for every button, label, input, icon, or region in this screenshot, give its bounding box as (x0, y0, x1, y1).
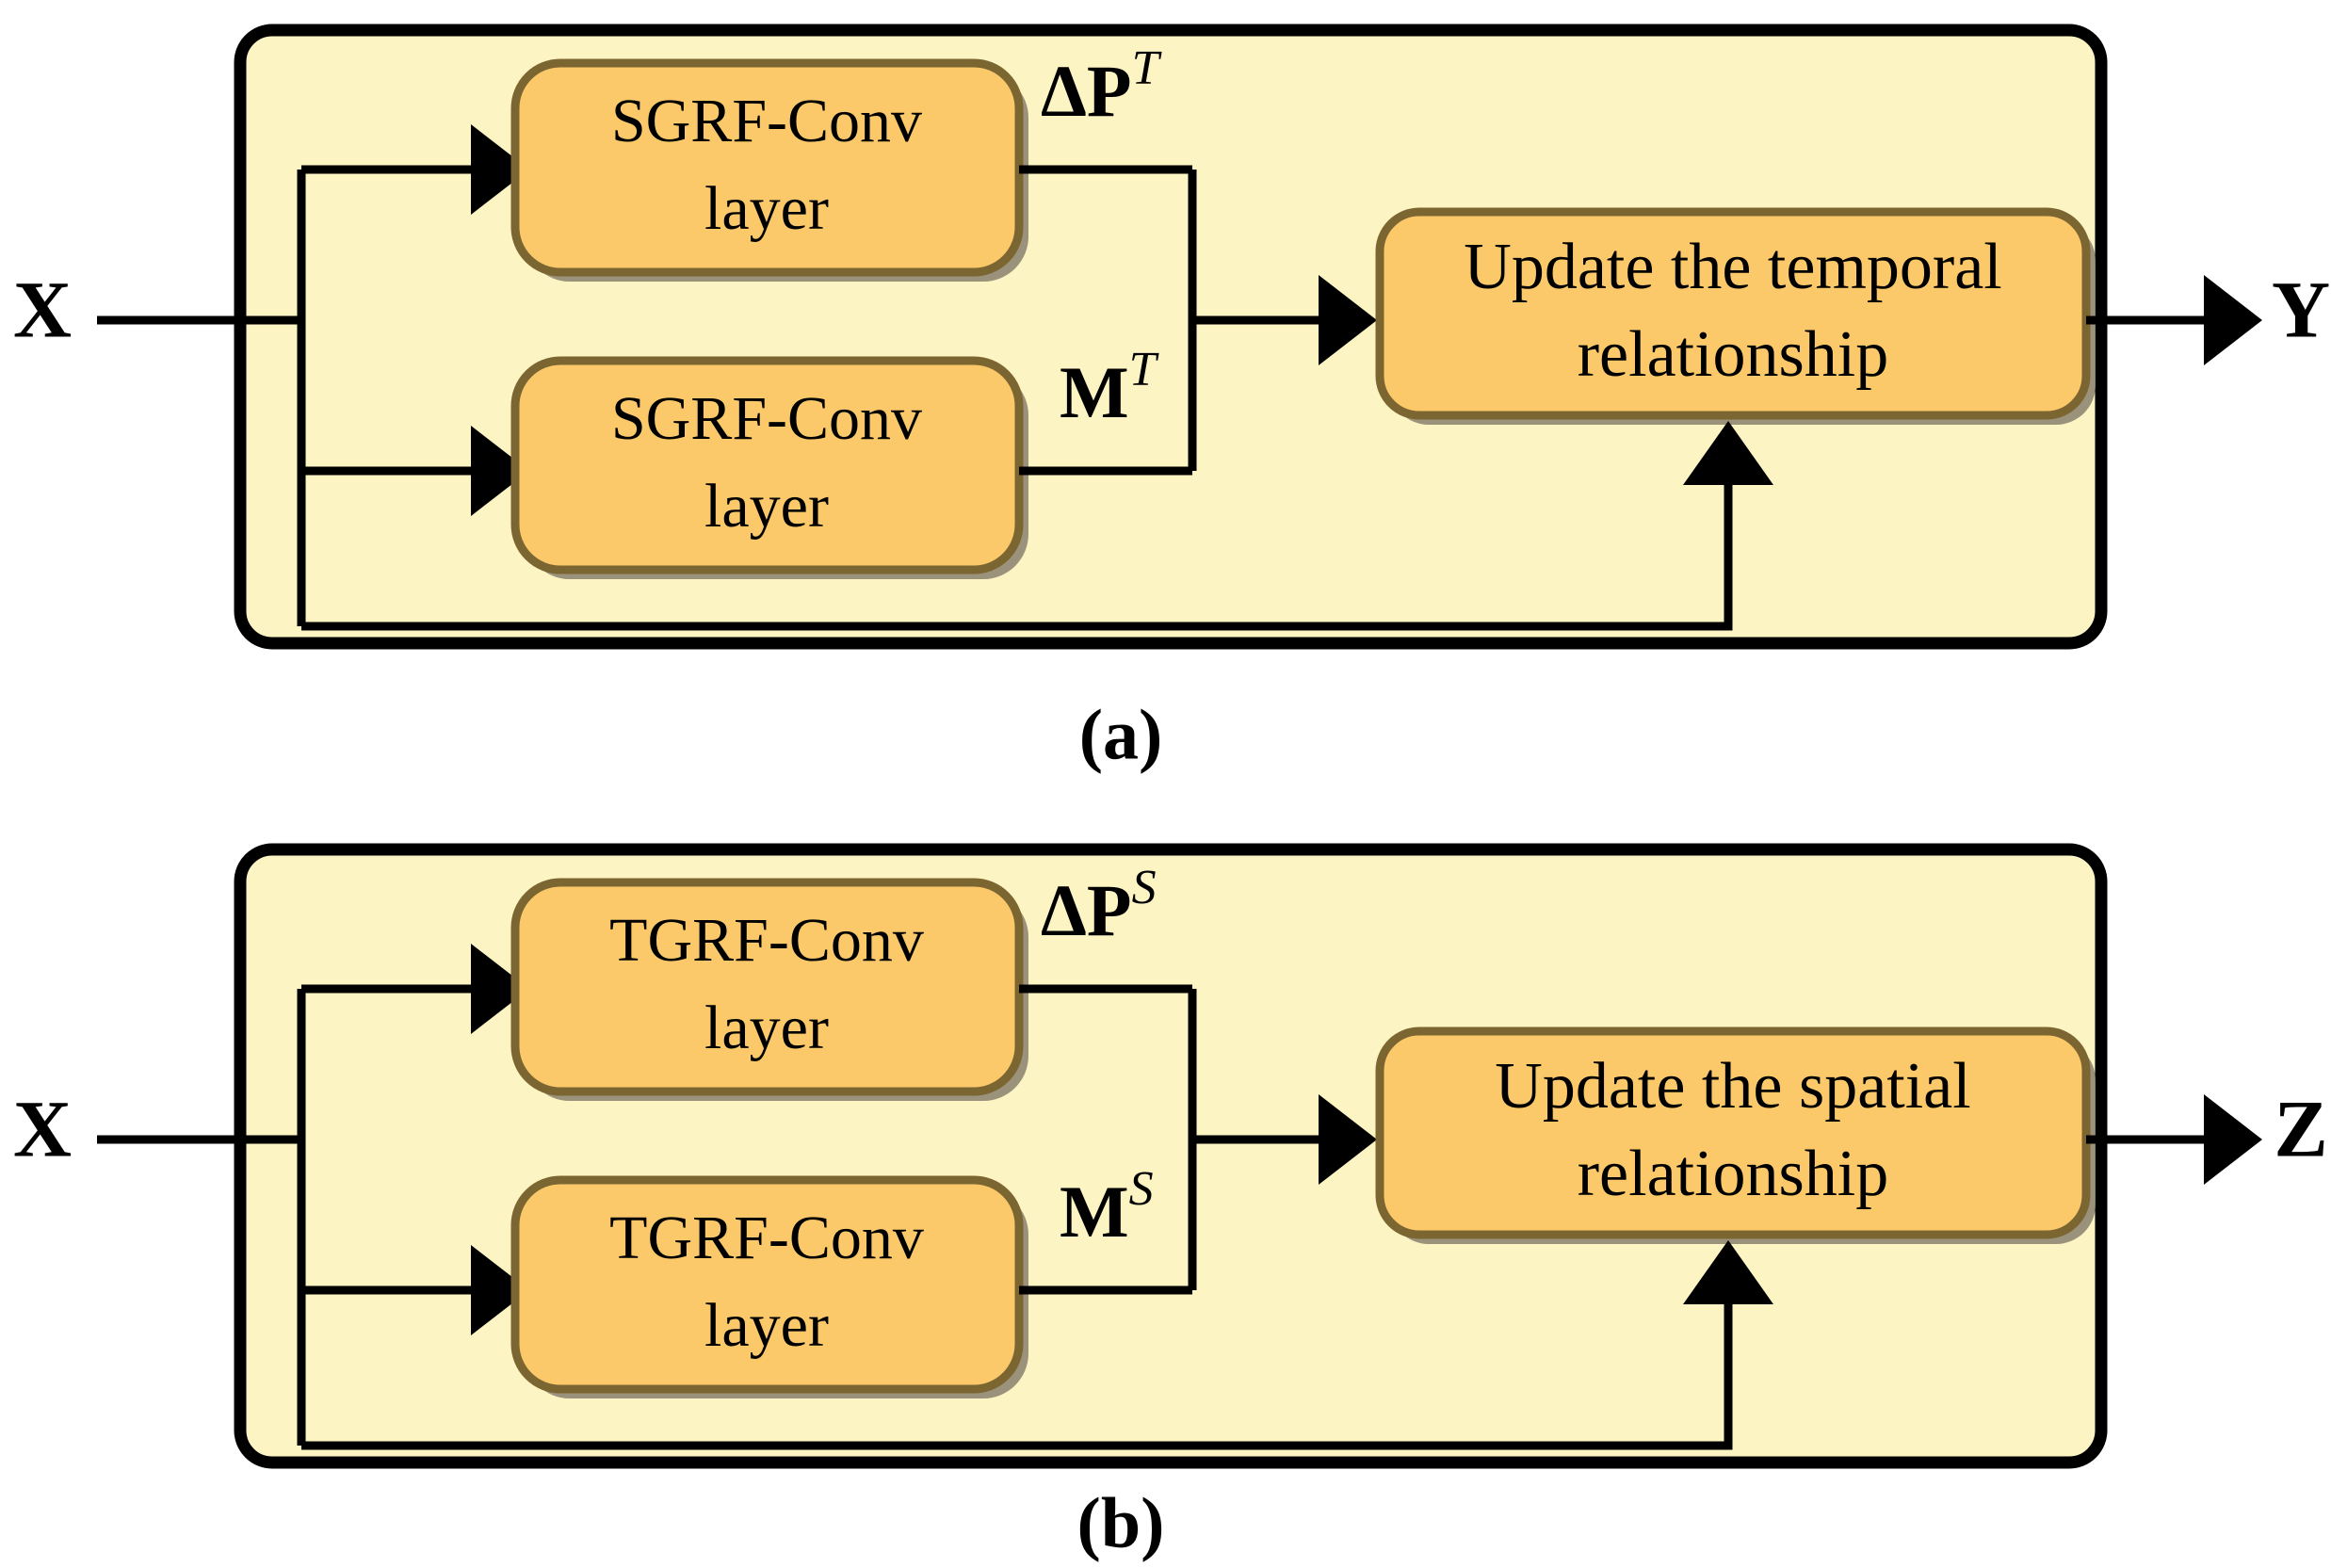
panel-b-signal-top: ΔPS (1041, 861, 1157, 951)
panel-a-update-line1: Update the temporal (1464, 231, 2001, 303)
panel-a-output-label: Y (2272, 265, 2330, 355)
panel-a-feedback-arrow (1683, 421, 1773, 485)
panel-b-arrow-top-node (471, 944, 529, 1034)
panel-b-feedback-wire (301, 1304, 1733, 1450)
panel-a-bottom-node (510, 356, 1024, 574)
panel-b-signal-bottom: MS (1060, 1162, 1154, 1253)
panel-b-bottom-node-line1: TGRF-Conv (609, 1204, 924, 1272)
panel-b-signal-bottom-sup: S (1129, 1162, 1154, 1216)
panel-b-update-node (1375, 1026, 2091, 1239)
panel-b: TGRF-Conv layer TGRF-Conv layer ΔPS MS U… (13, 843, 2328, 1562)
panel-b-update-line1: Update the spatial (1495, 1050, 1970, 1123)
panel-b-signal-top-sup: S (1132, 861, 1157, 914)
panel-b-update-line2: relationship (1578, 1138, 1888, 1210)
panel-a-signal-bottom-sup: T (1129, 343, 1159, 396)
panel-b-signal-top-base: ΔP (1041, 869, 1132, 951)
panel-a-top-node-line1: SGRF-Conv (611, 87, 922, 155)
panel-a-caption: (a) (1079, 695, 1163, 774)
panel-b-feedback-arrow (1683, 1240, 1773, 1304)
panel-b-output-arrow (2204, 1094, 2262, 1185)
panel-b-top-node-line1: TGRF-Conv (609, 906, 924, 975)
panel-a-signal-top-sup: T (1132, 41, 1162, 95)
panel-a-update-line2: relationship (1578, 318, 1888, 391)
panel-b-bottom-node-line2: layer (704, 1291, 829, 1360)
panel-b-signal-bottom-base: M (1060, 1171, 1129, 1253)
panel-a-signal-bottom: MT (1060, 343, 1159, 433)
panel-a-feedback-wire (301, 485, 1733, 631)
panel-a-output-arrow (2204, 275, 2262, 365)
panel-a-arrow-bottom-node (471, 426, 529, 516)
panel-a-arrow-top-node (471, 124, 529, 215)
panel-a-arrow-to-update (1319, 275, 1377, 365)
panel-a-bottom-node-line1: SGRF-Conv (611, 384, 922, 453)
panel-b-input-label: X (13, 1084, 72, 1174)
panel-a-update-node (1375, 207, 2091, 420)
panel-a-signal-top-base: ΔP (1041, 50, 1132, 132)
panel-a-input-label: X (13, 265, 72, 355)
panel-b-top-node-line2: layer (704, 994, 829, 1062)
panel-b-caption: (b) (1077, 1483, 1165, 1562)
panel-b-bottom-node (510, 1175, 1024, 1394)
panel-a-signal-top: ΔPT (1041, 41, 1162, 132)
panel-a-top-node-line2: layer (704, 174, 829, 243)
panel-a-bottom-node-line2: layer (704, 472, 829, 541)
panel-a-signal-bottom-base: M (1060, 351, 1129, 433)
panel-a: SGRF-Conv layer SGRF-Conv layer ΔPT MT (13, 24, 2330, 774)
panel-b-arrow-to-update (1319, 1094, 1377, 1185)
panel-b-arrow-bottom-node (471, 1245, 529, 1335)
panel-b-output-label: Z (2274, 1084, 2327, 1174)
